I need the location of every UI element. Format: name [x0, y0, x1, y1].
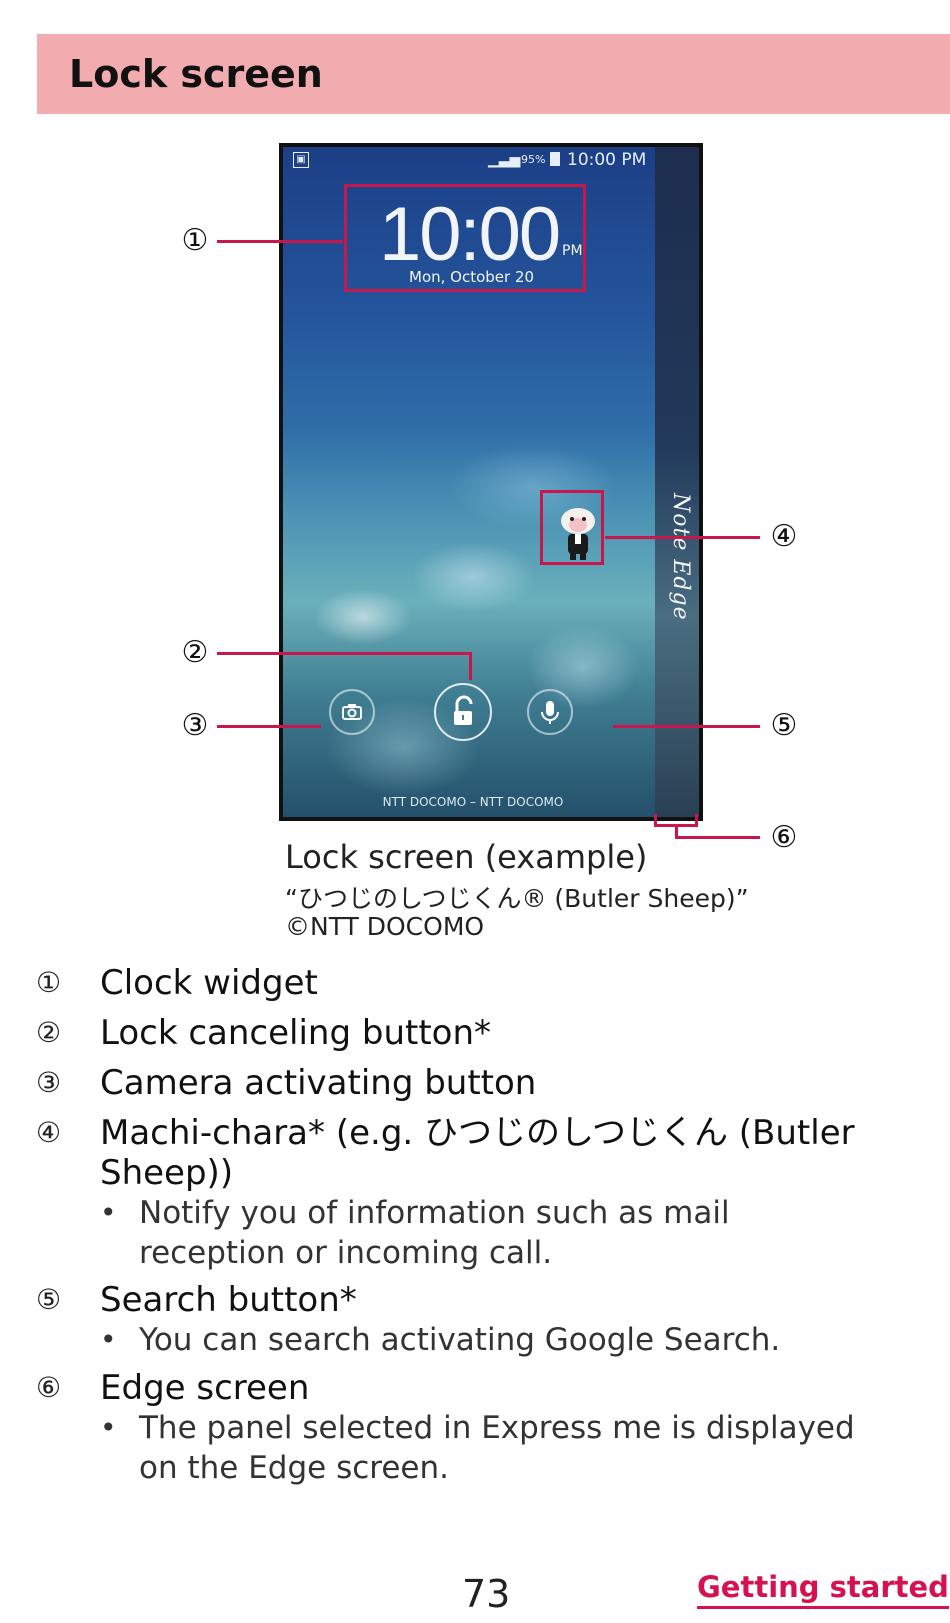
lock-cancel-button[interactable] [434, 683, 492, 741]
section-link[interactable]: Getting started [697, 1570, 949, 1609]
callout-2: ② [181, 635, 209, 670]
callout-bracket-6a [654, 824, 698, 827]
callout-line-1 [217, 240, 343, 243]
battery-icon [550, 152, 560, 166]
edge-label: Note Edge [668, 493, 693, 621]
callout-line-6a [675, 826, 678, 838]
camera-button[interactable] [329, 689, 375, 735]
figure-caption-character: “ひつじのしつじくん® (Butler Sheep)” [285, 884, 749, 913]
item-number: ⑥ [36, 1371, 62, 1404]
bullet: • [100, 1323, 117, 1356]
callout-line-4 [605, 536, 760, 539]
lock-screen-figure: Note Edge ▣ ▁▃▅ 95% 10:00 PM 10:00 PM Mo… [181, 143, 798, 941]
section-title: Lock screen [69, 52, 323, 96]
unlock-icon [454, 695, 473, 725]
phone-screen: Note Edge ▣ ▁▃▅ 95% 10:00 PM 10:00 PM Mo… [279, 143, 703, 821]
item-label: Camera activating button [100, 1063, 537, 1103]
edge-screen[interactable]: Note Edge [655, 147, 699, 817]
status-time: 10:00 PM [567, 150, 647, 170]
item-note: Notify you of information such as mail [139, 1195, 730, 1231]
carrier-label: NTT DOCOMO – NTT DOCOMO [382, 795, 564, 809]
clock-ampm: PM [562, 243, 583, 259]
item-label: Machi-chara* (e.g. ひつじのしつじくん (Butler [100, 1113, 855, 1153]
callout-4: ④ [770, 519, 798, 554]
signal-icon: ▁▃▅ [488, 152, 521, 168]
item-number: ① [36, 966, 62, 999]
item-number: ② [36, 1016, 62, 1049]
status-bar: ▣ ▁▃▅ 95% 10:00 PM [283, 147, 699, 173]
callout-line-2a [217, 652, 471, 655]
butler-sheep-icon[interactable] [550, 501, 606, 563]
sim-card-icon: ▣ [293, 152, 309, 168]
callout-6: ⑥ [770, 820, 798, 855]
item-label: Clock widget [100, 963, 318, 1003]
callout-line-3 [217, 725, 321, 728]
section-header: Lock screen [37, 34, 950, 114]
item-note-cont: on the Edge screen. [139, 1450, 449, 1486]
callout-line-6b [675, 836, 760, 839]
item-number: ⑤ [36, 1283, 62, 1316]
battery-percent: 95% [521, 153, 546, 166]
item-label: Lock canceling button* [100, 1013, 491, 1053]
item-note-cont: reception or incoming call. [139, 1235, 553, 1271]
callout-3: ③ [181, 708, 209, 743]
callout-5: ⑤ [770, 708, 798, 743]
clock-highlight [344, 184, 586, 292]
camera-icon [342, 704, 362, 720]
item-label: Edge screen [100, 1368, 310, 1408]
machi-chara-highlight [540, 490, 604, 565]
bullet: • [100, 1196, 117, 1229]
item-note: You can search activating Google Search. [139, 1322, 781, 1358]
callout-line-5 [613, 725, 760, 728]
item-number: ③ [36, 1066, 62, 1099]
item-label: Search button* [100, 1280, 357, 1320]
clock-date: Mon, October 20 [409, 268, 535, 286]
figure-copyright: ©NTT DOCOMO [285, 912, 485, 941]
item-note: The panel selected in Express me is disp… [139, 1410, 855, 1446]
callout-bracket-6b [654, 814, 657, 826]
callout-bracket-6c [695, 814, 698, 826]
bullet: • [100, 1411, 117, 1444]
callout-line-2b [469, 652, 472, 680]
item-label-cont: Sheep)) [100, 1153, 234, 1193]
clock-time: 10:00 [379, 192, 561, 277]
figure-caption: Lock screen (example) [285, 838, 648, 876]
search-button[interactable] [527, 689, 573, 735]
item-number: ④ [36, 1116, 62, 1149]
callout-1: ① [181, 223, 209, 258]
page-number: 73 [462, 1572, 511, 1616]
microphone-icon [541, 701, 559, 724]
